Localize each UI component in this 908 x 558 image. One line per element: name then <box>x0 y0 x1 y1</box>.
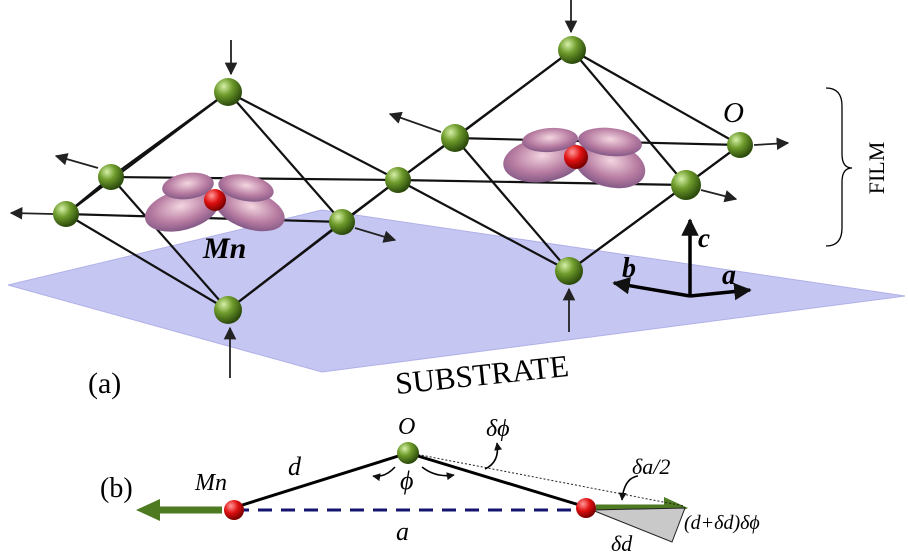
mn-label-bottom: Mn <box>194 470 227 496</box>
substrate-plane <box>7 209 906 373</box>
mn-atom-left <box>204 189 226 211</box>
crystal-axes <box>612 218 752 301</box>
displacement-arrows <box>9 0 790 378</box>
rotation-term-label: (d+δd)δϕ <box>684 512 760 534</box>
film-brace <box>825 87 853 247</box>
film-label: FILM <box>864 142 889 195</box>
delta-phi-label: δϕ <box>486 416 510 442</box>
oxygen-label-top: O <box>723 97 744 129</box>
delta-d-label: δd <box>611 531 633 556</box>
delta-a-half-label: δa/2 <box>632 454 670 479</box>
orbital-right <box>503 127 646 189</box>
axis-a-label: a <box>722 260 736 291</box>
orbital-left <box>144 172 285 232</box>
panel-b-diagram <box>136 442 688 543</box>
mn-atom-right <box>564 145 588 169</box>
oxygen-label-bottom: O <box>398 414 415 440</box>
bond-d-label: d <box>288 452 302 481</box>
panel-a-label: (a) <box>88 367 121 400</box>
axis-c-label: c <box>698 223 710 253</box>
mn-label-top: Mn <box>202 232 246 265</box>
distance-a-label: a <box>396 517 409 546</box>
axis-b-label: b <box>622 253 636 284</box>
panel-b-label: (b) <box>100 473 133 504</box>
oxygen-atoms <box>53 36 753 324</box>
angle-phi-label: ϕ <box>400 466 413 495</box>
